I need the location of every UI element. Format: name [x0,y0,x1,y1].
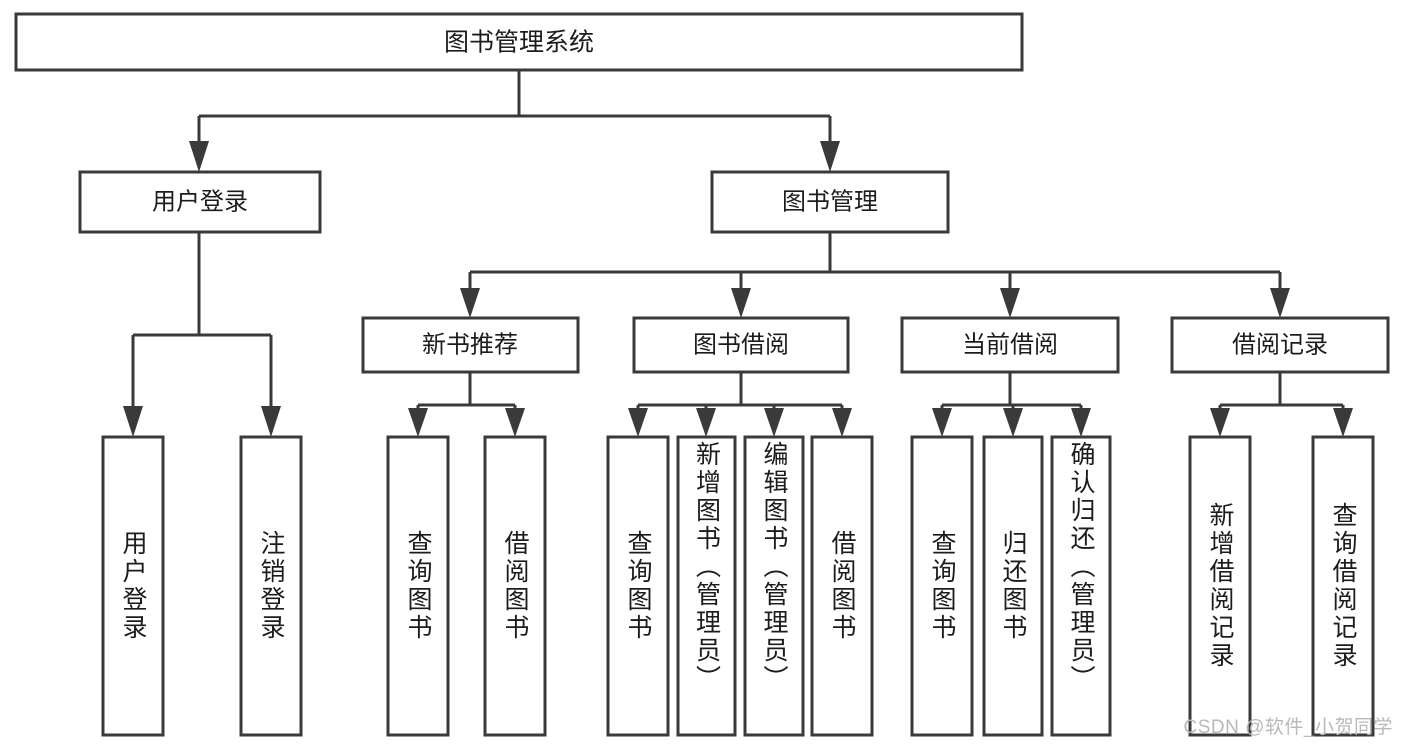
node-book-borrow[interactable]: 图书借阅 [632,316,850,374]
arrow-root-to-user-login [189,141,209,172]
node-root-box[interactable] [14,12,1024,72]
node-root[interactable]: 图书管理系统 [14,12,1024,72]
node-user-login-box[interactable] [78,170,322,234]
node-book-borrow-box[interactable] [632,316,850,374]
arrow-bm-to-borrow-record [1270,288,1290,318]
node-user-login-label: 用户登录 [152,188,248,215]
node-root-label: 图书管理系统 [444,29,594,57]
arrow-cb-child-2 [1003,408,1023,437]
leaf-box-borrow-book-1[interactable] [483,435,547,737]
leaf-box-query-book-1[interactable] [386,435,450,737]
node-book-borrow-label: 图书借阅 [693,331,789,358]
leaf-box-borrow-book-2[interactable] [810,435,874,737]
leaf-box-confirm-return-admin[interactable] [1050,435,1112,737]
arrow-bb-child-4 [832,408,852,437]
arrow-cb-child-3 [1071,408,1091,437]
arrow-root-to-book-management [820,141,840,172]
watermark: CSDN @软件_小贺同学 [1183,717,1393,738]
arrow-new-book-child-1 [408,408,428,437]
node-new-book-recommend[interactable]: 新书推荐 [361,316,580,374]
node-book-management-label: 图书管理 [782,188,878,215]
leaf-box-query-borrow-record[interactable] [1311,435,1375,737]
node-borrow-record-label: 借阅记录 [1232,331,1328,358]
node-user-login[interactable]: 用户登录 [78,170,322,234]
node-new-book-recommend-label: 新书推荐 [422,331,518,358]
arrow-user-login-child-2 [261,406,281,437]
leaf-box-query-book-2[interactable] [606,435,670,737]
node-borrow-record[interactable]: 借阅记录 [1170,316,1390,374]
node-current-borrow[interactable]: 当前借阅 [900,316,1120,374]
node-current-borrow-box[interactable] [900,316,1120,374]
arrow-bm-to-new-book-recommend [460,288,480,318]
node-current-borrow-label: 当前借阅 [962,331,1058,358]
arrow-bb-child-3 [764,408,784,437]
arrow-br-child-2 [1333,408,1353,437]
leaf-box-user-logout[interactable] [239,435,303,737]
leaf-box-edit-book-admin[interactable] [743,435,805,737]
arrow-br-child-1 [1210,408,1230,437]
arrow-bm-to-book-borrow [731,288,751,318]
node-book-management[interactable]: 图书管理 [710,170,950,234]
node-book-management-box[interactable] [710,170,950,234]
arrow-bm-to-current-borrow [1000,288,1020,318]
node-new-book-recommend-box[interactable] [361,316,580,374]
arrow-bb-child-2 [696,408,716,437]
arrow-new-book-child-2 [505,408,525,437]
arrow-cb-child-1 [932,408,952,437]
arrow-bb-child-1 [628,408,648,437]
leaf-box-layer [101,435,1375,737]
leaf-box-add-borrow-record[interactable] [1188,435,1252,737]
leaf-box-return-book[interactable] [982,435,1044,737]
node-borrow-record-box[interactable] [1170,316,1390,374]
leaf-box-query-book-3[interactable] [910,435,974,737]
arrow-user-login-child-1 [123,406,143,437]
leaf-box-user-login-do[interactable] [101,435,165,737]
connector-layer [123,70,1353,437]
leaf-box-add-book-admin[interactable] [676,435,737,737]
